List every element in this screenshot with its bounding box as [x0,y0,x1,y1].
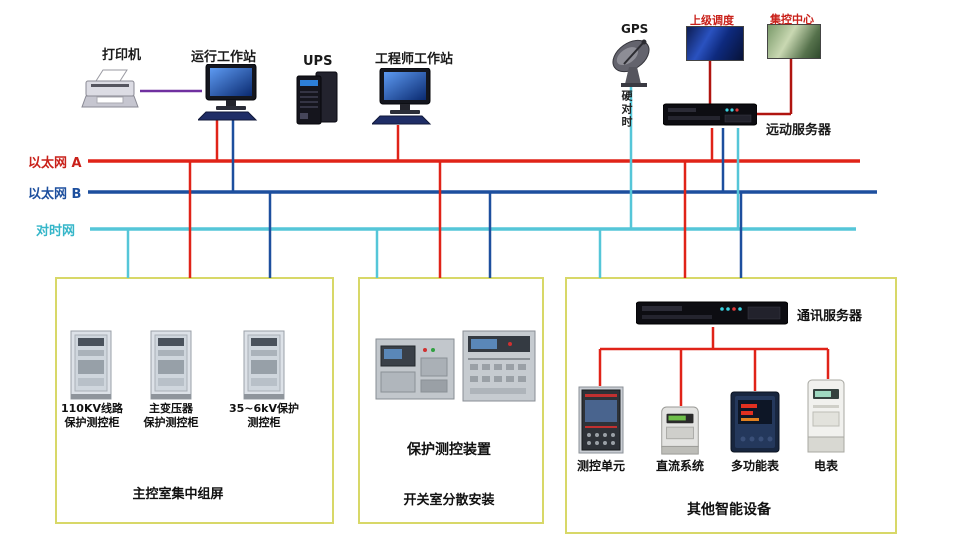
gps-antenna-icon [612,39,650,87]
middle-box-caption: 开关室分散安装 [403,493,495,508]
energy-meter-image [806,379,846,453]
comm-server-image [636,299,788,327]
multifunction-meter-image [730,391,780,453]
measure-control-unit-icon [578,386,624,454]
operator-workstation-image [198,64,262,122]
engineer-workstation-image [372,68,436,126]
dc-system-image [658,406,702,456]
printer-image [80,66,140,111]
gps-antenna-image [607,34,661,88]
multifunction-meter-icon [730,391,780,453]
gps-label: GPS [621,22,649,36]
remote-server-image [663,102,757,128]
protection-device-icon [375,338,455,400]
measure-control-unit-image [578,386,624,454]
cabinet-35kv-image [243,330,285,402]
box-connectors [126,161,743,278]
superior-dispatch-label: 上级调度 [690,14,734,27]
dc-system-label: 直流系统 [655,459,704,473]
cabinet-110kv-image [70,330,112,402]
protection-cabinet-icon [70,330,112,400]
printer-icon [81,69,139,108]
ethernet-a-label: 以太网 A [28,156,82,171]
hard-time-sync-label: 硬对时 [620,90,633,129]
remote-server-label: 远动服务器 [766,123,832,138]
engineer-ws-label: 工程师工作站 [375,52,454,67]
central-control-label: 集控中心 [770,13,814,26]
ups-image [289,68,345,128]
superior-dispatch-photo [686,26,744,61]
dc-system-icon [661,406,699,455]
energy-meter-label: 电表 [813,459,838,473]
printer-label: 打印机 [102,48,142,63]
cabinet-transformer-label: 主变压器 保护测控柜 [143,402,199,430]
remote-server-icon [663,103,757,126]
left-box-caption: 主控室集中组屏 [132,487,224,502]
measure-control-unit-label: 测控单元 [576,459,625,473]
central-control-photo [767,24,821,59]
protection-device-2-image [462,330,536,402]
energy-meter-icon [807,379,845,453]
cabinet-35kv-label: 35~6kV保护 测控柜 [228,402,299,430]
protection-cabinet-icon [243,330,285,400]
operator-workstation-icon [198,64,258,121]
engineer-workstation-icon [372,68,432,125]
comm-server-label: 通讯服务器 [797,309,863,324]
protection-device-icon [462,330,536,402]
protection-device-1-image [375,338,455,400]
ups-icon [296,71,338,125]
comm-server-icon [636,301,788,325]
middle-device-label: 保护测控装置 [407,442,491,458]
protection-cabinet-icon [150,330,192,400]
left-group-box [55,277,334,524]
cabinet-110kv-label: 110KV线路 保护测控柜 [61,402,123,430]
multifunction-meter-label: 多功能表 [730,459,779,473]
ups-label: UPS [303,54,333,69]
operator-ws-label: 运行工作站 [191,50,257,65]
time-net-label: 对时网 [36,224,76,239]
ethernet-b-label: 以太网 B [28,187,82,202]
cabinet-transformer-image [150,330,192,402]
right-box-caption: 其他智能设备 [687,502,771,518]
